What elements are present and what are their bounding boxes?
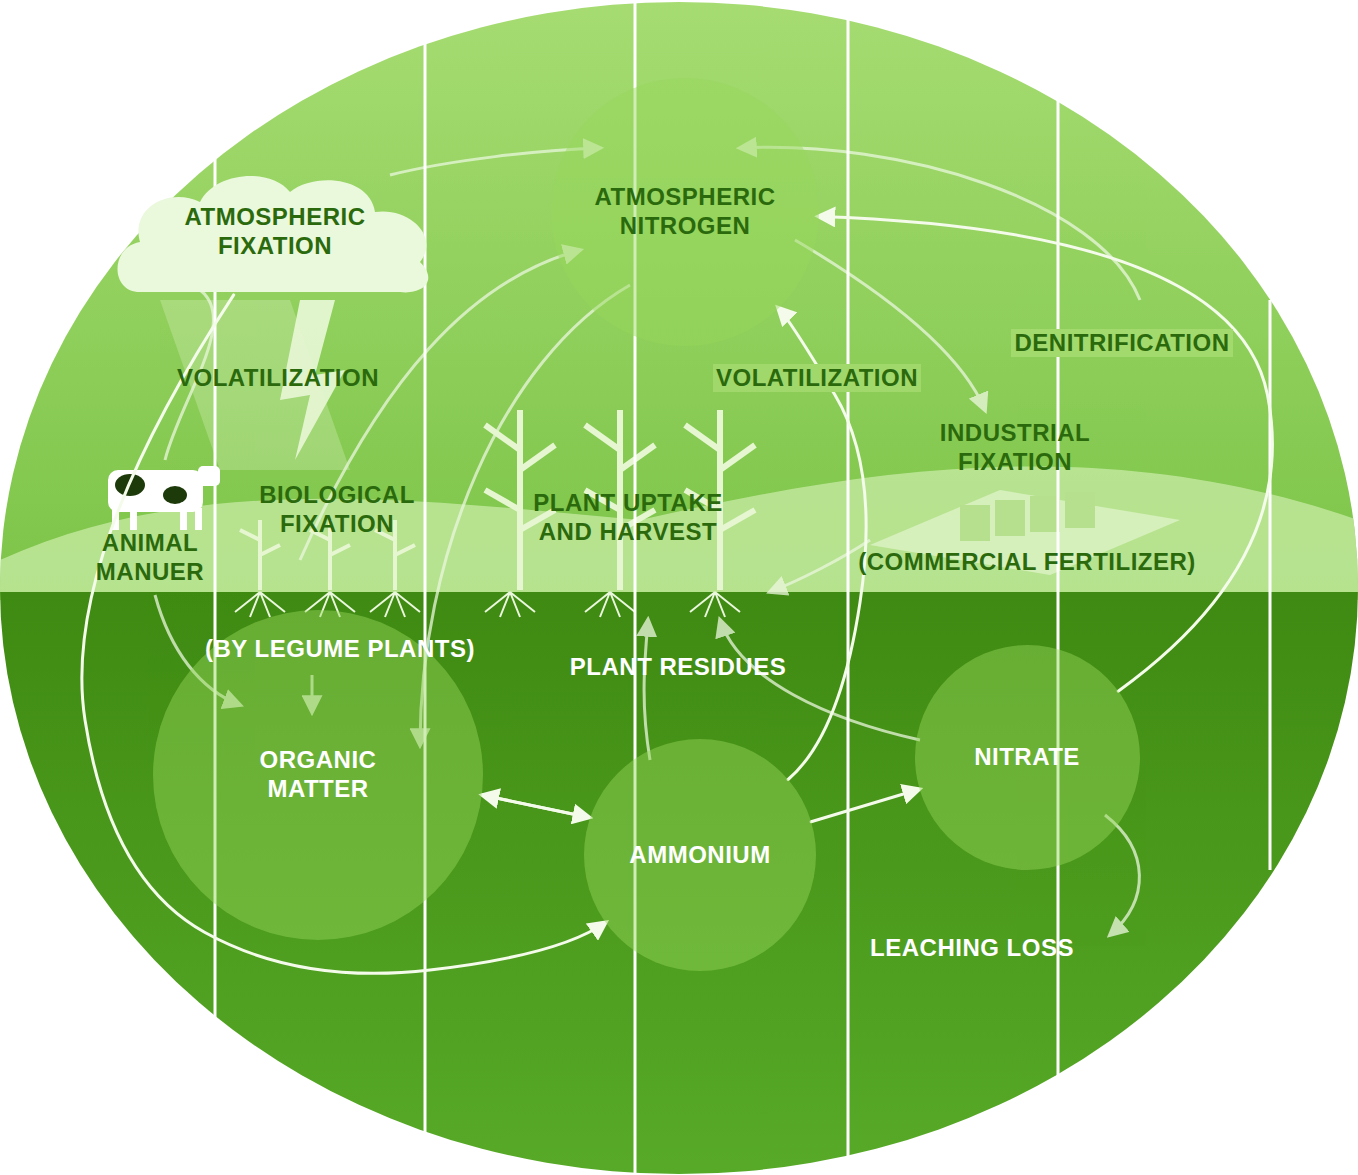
pool-circle: NITRATE: [915, 645, 1140, 870]
flow-arrow: [82, 295, 606, 973]
flow-arrow: [819, 216, 1273, 691]
cow-icon: [108, 466, 220, 530]
process-label: INDUSTRIAL FIXATION: [912, 419, 1118, 477]
flow-arrow: [482, 795, 589, 817]
process-label: PLANT RESIDUES: [567, 653, 789, 682]
process-label: ANIMAL MANUER: [82, 529, 218, 587]
process-label: DENITRIFICATION: [1011, 329, 1232, 358]
process-label: VOLATILIZATION: [174, 364, 382, 393]
node-label: NITRATE: [937, 743, 1117, 772]
process-label: PLANT UPTAKE AND HARVEST: [505, 489, 751, 547]
process-label: LEACHING LOSS: [867, 934, 1077, 963]
process-label: (COMMERCIAL FERTILIZER): [855, 548, 1199, 577]
process-label: BIOLOGICAL FIXATION: [234, 481, 440, 539]
pool-circle: ATMOSPHERIC NITROGEN: [551, 78, 818, 345]
pool-circle: AMMONIUM: [584, 739, 816, 971]
node-label: AMMONIUM: [600, 841, 800, 870]
cloud-node: ATMOSPHERIC FIXATION: [110, 167, 440, 297]
node-label: ATMOSPHERIC NITROGEN: [570, 183, 800, 241]
node-label: ATMOSPHERIC FIXATION: [155, 203, 395, 261]
process-label: (BY LEGUME PLANTS): [202, 635, 478, 664]
flow-arrow: [811, 789, 919, 821]
flow-arrow: [482, 795, 589, 817]
corn-plants: [485, 410, 755, 590]
process-label: VOLATILIZATION: [713, 364, 921, 393]
vertical-grid-lines: [215, 0, 1270, 1175]
node-label: ORGANIC MATTER: [228, 746, 408, 804]
